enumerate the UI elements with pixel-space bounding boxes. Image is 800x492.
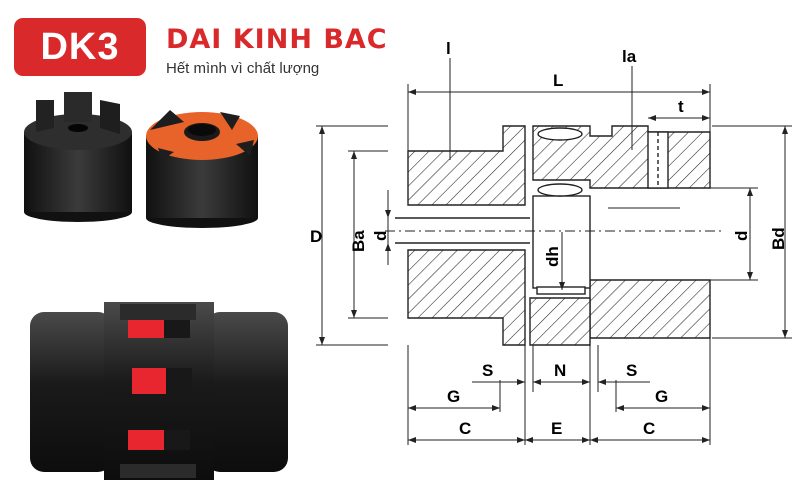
label-d-left: d [371,231,390,241]
spider-lobe-top [537,127,583,141]
label-dh: dh [543,246,562,267]
arrowheads [319,89,788,443]
label-Ba: Ba [349,230,368,252]
label-d-right: d [732,231,751,241]
hub-with-spider-photo [146,110,258,228]
label-E: E [551,419,562,438]
right-hub-section-lower [589,279,711,339]
label-G-right: G [655,387,668,406]
jaw-hub-photo [24,92,132,222]
brand-slogan: Hết mình vì chất lượng [166,60,320,77]
label-C-left: C [459,419,471,438]
label-Bd: Bd [769,227,788,250]
label-S-left: S [482,361,493,380]
spider-lobe-mid [537,183,583,197]
dimension-labels: L l la t D Ba d d Bd dh S N S G G C E C [310,39,788,438]
label-G-left: G [447,387,460,406]
label-C-right: C [643,419,655,438]
spider-lobe-bottom [536,286,586,295]
left-hub-section [407,125,526,206]
spider-section-lower [529,297,591,346]
brand-name: DAI KINH BAC [166,24,388,55]
label-D: D [310,227,322,246]
assembled-coupling-photo [30,302,288,480]
logo-text: DK3 [40,26,120,68]
label-N: N [554,361,566,380]
label-S-right: S [626,361,637,380]
technical-drawing [385,125,725,346]
label-la: la [622,47,637,66]
left-hub-section-lower [407,249,526,346]
brand-logo: DK3 [14,18,146,76]
label-l: l [446,39,451,58]
dimension-lines [316,58,792,445]
label-L: L [553,71,563,90]
label-t: t [678,97,684,116]
